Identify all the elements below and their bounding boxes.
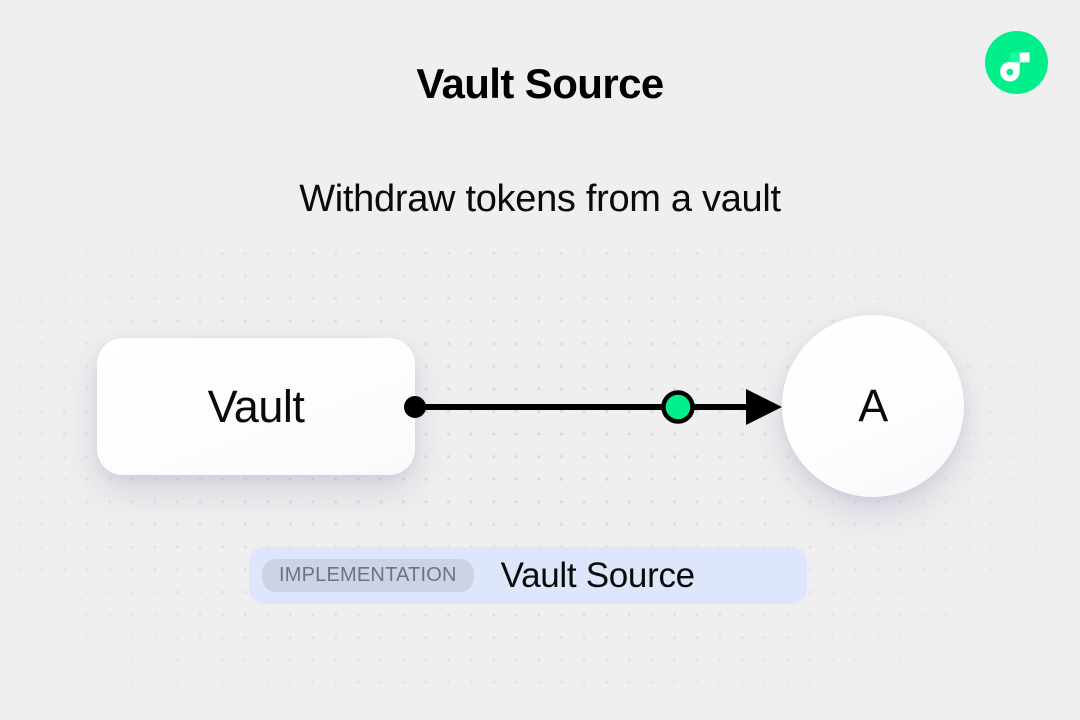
node-vault[interactable]: Vault — [97, 338, 415, 475]
node-a[interactable]: A — [782, 315, 964, 497]
node-a-label: A — [858, 380, 888, 431]
arrow-right-icon — [746, 389, 782, 425]
implementation-bar: IMPLEMENTATION Vault Source — [249, 547, 807, 604]
page-title: Vault Source — [416, 60, 664, 107]
implementation-badge: IMPLEMENTATION — [262, 559, 474, 592]
connector-dot-icon[interactable] — [404, 396, 426, 418]
node-green-midpoint[interactable] — [661, 390, 695, 424]
implementation-name: Vault Source — [500, 555, 696, 595]
flow-logo-icon — [985, 31, 1048, 94]
node-vault-label: Vault — [207, 380, 305, 432]
page-subtitle: Withdraw tokens from a vault — [299, 178, 781, 220]
